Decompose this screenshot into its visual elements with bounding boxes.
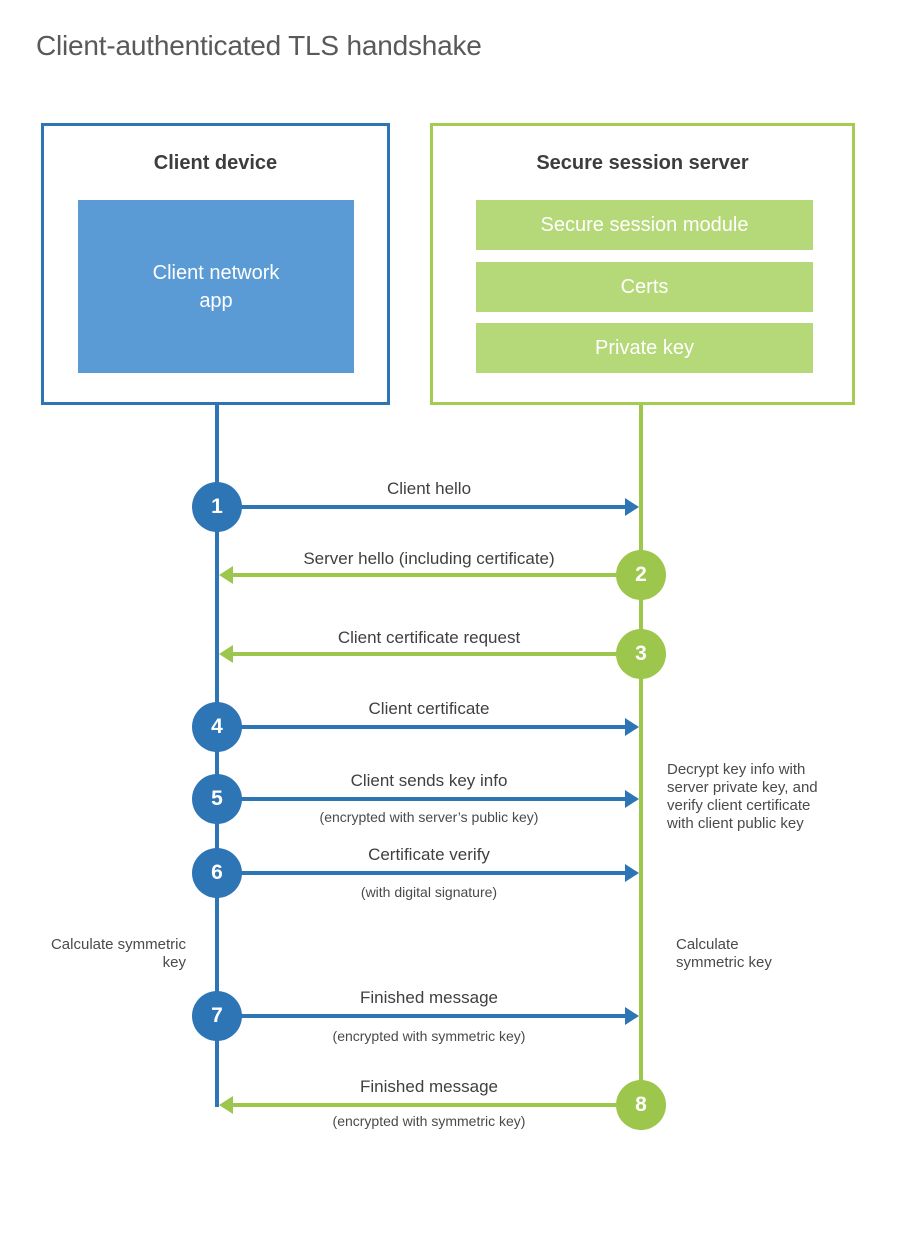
step-circle: 8 [616,1080,666,1130]
arrow-head-right-icon [625,498,639,516]
step-number: 1 [211,495,223,518]
arrow-head-right-icon [625,718,639,736]
arrow-head-right-icon [625,790,639,808]
arrow-head-right-icon [625,1007,639,1025]
message-sublabel: (encrypted with server’s public key) [319,809,539,825]
message-label: Client hello [386,479,472,498]
step-number: 7 [211,1004,223,1027]
client-device-box: Client device Client network app [41,123,390,405]
step-circle: 1 [192,482,242,532]
message-label: Server hello (including certificate) [303,549,555,568]
calculate-symmetric-key-note-right: Calculate symmetric key [676,936,772,971]
step-circle: 5 [192,774,242,824]
message-arrow-line [232,1103,616,1107]
message-arrow-line [240,505,626,509]
message-label: Client certificate [368,699,490,718]
calculate-symmetric-key-note-left: Calculate symmetric key [50,936,186,971]
message-label: Finished message [360,1077,498,1096]
step-number: 4 [211,715,223,738]
message-label: Client certificate request [337,628,521,647]
message-arrow-line [240,871,626,875]
step-circle: 7 [192,991,242,1041]
client-network-app-box: Client network app [78,200,354,373]
diagram-title: Client-authenticated TLS handshake [36,30,482,61]
message-arrow-line [240,725,626,729]
server-box: Secure session server Secure session mod… [430,123,855,405]
message-label: Finished message [360,988,498,1007]
message-sublabel: (with digital signature) [360,884,498,900]
step-number: 6 [211,861,223,884]
arrow-head-left-icon [219,566,233,584]
decrypt-note: Decrypt key info with server private key… [667,761,818,832]
client-device-title: Client device [153,152,278,174]
server-box-title: Secure session server [536,152,749,174]
step-number: 5 [211,787,223,810]
server-module-bar: Certs [476,262,813,312]
step-number: 8 [635,1093,647,1116]
step-number: 3 [635,642,647,665]
message-arrow-line [232,652,616,656]
message-label: Certificate verify [368,845,490,864]
message-sublabel: (encrypted with symmetric key) [332,1028,526,1044]
step-circle: 2 [616,550,666,600]
message-sublabel: (encrypted with symmetric key) [332,1113,526,1129]
server-lifeline [639,405,643,1130]
step-number: 2 [635,563,647,586]
arrow-head-right-icon [625,864,639,882]
message-arrow-line [240,797,626,801]
arrow-head-left-icon [219,1096,233,1114]
server-module-bar: Private key [476,323,813,373]
step-circle: 3 [616,629,666,679]
message-arrow-line [240,1014,626,1018]
message-label: Client sends key info [350,771,508,790]
server-module-bar: Secure session module [476,200,813,250]
arrow-head-left-icon [219,645,233,663]
step-circle: 6 [192,848,242,898]
client-lifeline [215,405,219,1107]
step-circle: 4 [192,702,242,752]
message-arrow-line [232,573,616,577]
